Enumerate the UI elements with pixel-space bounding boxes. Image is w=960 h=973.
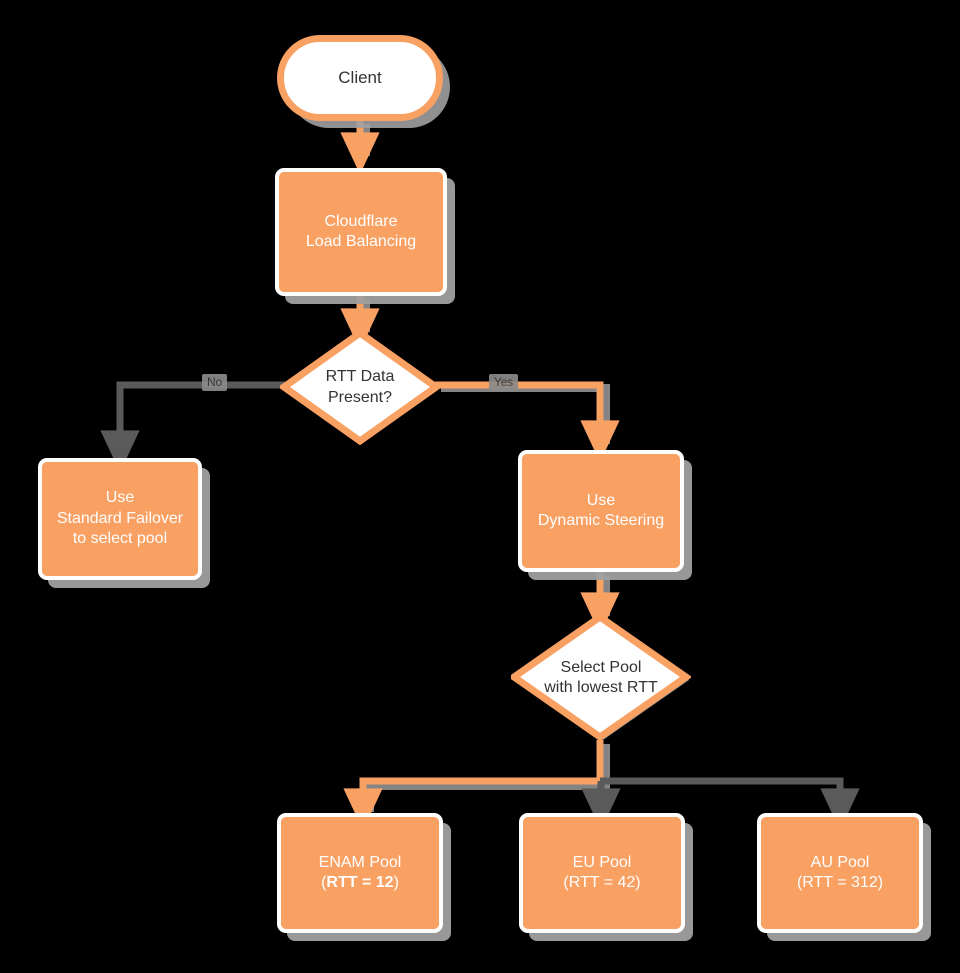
node-standard-failover[interactable]: Use Standard Failover to select pool [38,458,202,580]
enam-paren-open: ( [321,874,327,891]
node-rtt-data-present[interactable]: RTT Data Present? [280,330,440,445]
node-select-pool-label: Select Pool with lowest RTT [544,658,658,696]
diamond-shape-select-pool [511,613,691,742]
node-dynamic-steering-label: Use Dynamic Steering [537,491,665,529]
edge-label-no: No [202,374,227,392]
node-eu-pool-label-line2: (RTT = 42) [563,874,641,891]
node-enam-pool-label-line2: (RTT = 12) [321,873,399,893]
node-enam-pool-label-line1: ENAM Pool [318,853,402,871]
enam-paren-close: ) [393,874,399,891]
node-select-pool[interactable]: Select Pool with lowest RTT [511,613,691,743]
node-cloudflare-load-balancing-label: Cloudflare Load Balancing [305,212,417,250]
node-eu-pool-label-line1: EU Pool [572,853,632,871]
node-au-pool-label-line2: (RTT = 312) [796,874,884,891]
enam-rtt-value: RTT = 12 [326,874,394,891]
edge-label-yes: Yes [489,374,518,392]
node-enam-pool[interactable]: ENAM Pool (RTT = 12) [277,813,443,933]
node-rtt-data-present-label: RTT Data Present? [325,368,395,406]
node-eu-pool[interactable]: EU Pool (RTT = 42) [519,813,685,933]
node-au-pool-label-line1: AU Pool [810,853,870,871]
node-client[interactable]: Client [277,35,443,121]
node-au-pool[interactable]: AU Pool (RTT = 312) [757,813,923,933]
node-cloudflare-load-balancing[interactable]: Cloudflare Load Balancing [275,168,447,296]
diamond-shape-rtt-data-present [280,330,440,445]
node-standard-failover-label: Use Standard Failover to select pool [56,489,184,548]
node-dynamic-steering[interactable]: Use Dynamic Steering [518,450,684,572]
node-client-label: Client [338,68,382,88]
